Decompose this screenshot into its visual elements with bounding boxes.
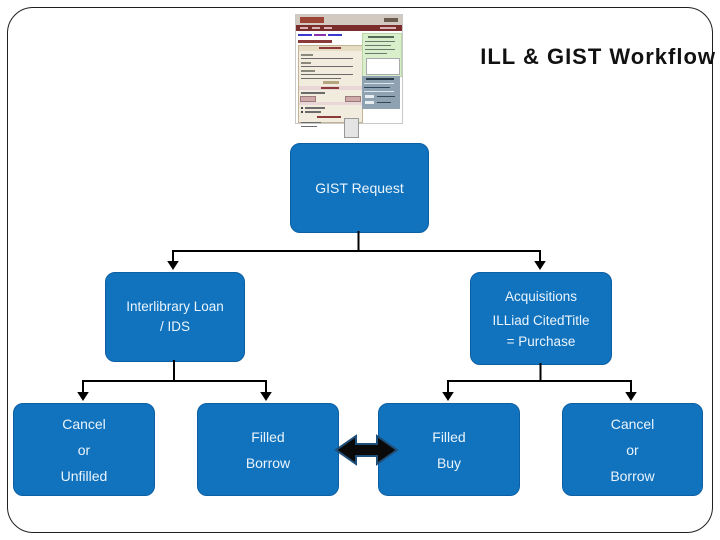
screenshot-header-text bbox=[384, 18, 398, 22]
flow-node-cancel-borrow: Cancel or Borrow bbox=[562, 403, 703, 496]
screenshot-checkbox bbox=[301, 111, 303, 113]
screenshot-thumbnail bbox=[344, 118, 359, 138]
screenshot-field-line bbox=[301, 58, 353, 59]
screenshot-field-label bbox=[301, 54, 313, 56]
screenshot-link bbox=[328, 34, 342, 36]
screenshot-text-line bbox=[377, 96, 395, 97]
flow-node-filled-buy: Filled Buy bbox=[378, 403, 520, 496]
node-label-line: / IDS bbox=[159, 319, 190, 334]
screenshot-nav-item bbox=[380, 27, 396, 29]
page-title: ILL & GIST Workflow bbox=[480, 44, 716, 69]
screenshot-text-line bbox=[305, 107, 325, 109]
screenshot-section-header bbox=[299, 102, 362, 105]
node-label-line: or bbox=[626, 441, 639, 458]
screenshot-field-label bbox=[301, 70, 315, 72]
screenshot-checkbox bbox=[301, 107, 303, 109]
node-label-line: Cancel bbox=[62, 415, 106, 432]
screenshot-text-line bbox=[364, 83, 394, 84]
flow-node-filled-borrow: Filled Borrow bbox=[197, 403, 339, 496]
screenshot-nav-item bbox=[324, 27, 332, 29]
screenshot-logo bbox=[300, 17, 324, 23]
screenshot-form-header-text bbox=[319, 47, 341, 49]
screenshot-button bbox=[300, 96, 316, 102]
screenshot-text-line bbox=[365, 53, 387, 54]
screenshot-text-line bbox=[365, 49, 395, 50]
screenshot-note-box bbox=[366, 58, 400, 75]
screenshot-text-line bbox=[301, 122, 321, 123]
flow-node-cancel-unfilled: Cancel or Unfilled bbox=[13, 403, 155, 496]
node-label-line: Borrow bbox=[245, 454, 291, 471]
screenshot-green-title bbox=[368, 36, 394, 38]
screenshot-text-line bbox=[377, 102, 391, 103]
screenshot-button bbox=[323, 81, 339, 84]
node-label-line: Filled bbox=[432, 428, 466, 445]
screenshot-field-line bbox=[301, 78, 341, 79]
screenshot-text-line bbox=[305, 111, 321, 113]
screenshot-page-heading bbox=[298, 40, 332, 43]
screenshot-nav-item bbox=[312, 27, 320, 29]
screenshot-form-panel bbox=[298, 45, 363, 138]
screenshot-input-chip bbox=[365, 95, 374, 98]
node-label-line: ILLiad CitedTitle bbox=[492, 312, 590, 328]
node-label-line: GIST Request bbox=[315, 179, 404, 196]
node-label-line: Filled bbox=[251, 428, 285, 445]
node-label-line: or bbox=[77, 441, 91, 458]
screenshot-nav-item bbox=[300, 27, 308, 29]
screenshot-input-chip bbox=[365, 101, 374, 104]
screenshot-link bbox=[314, 34, 326, 36]
node-label-line: Interlibrary Loan bbox=[126, 299, 224, 314]
screenshot-subheading bbox=[317, 116, 341, 118]
node-label-line: = Purchase bbox=[506, 333, 576, 349]
screenshot-section-header-text bbox=[321, 87, 339, 89]
screenshot-navbar bbox=[296, 25, 402, 31]
screenshot-button bbox=[345, 96, 361, 102]
flow-node-acquisitions: Acquisitions ILLiad CitedTitle = Purchas… bbox=[470, 272, 612, 365]
node-label-line: Buy bbox=[436, 454, 462, 471]
screenshot-link bbox=[298, 34, 312, 36]
screenshot-text-line bbox=[364, 91, 394, 92]
screenshot-header-banner bbox=[296, 15, 402, 25]
flow-node-interlibrary-loan: Interlibrary Loan / IDS bbox=[105, 272, 245, 362]
node-label-line: Cancel bbox=[610, 415, 655, 432]
screenshot-slate-title bbox=[366, 78, 394, 80]
slide-border bbox=[7, 7, 713, 533]
screenshot-field-line bbox=[301, 74, 353, 75]
screenshot-field-label bbox=[301, 62, 311, 64]
screenshot-text-line bbox=[365, 41, 395, 42]
screenshot-text-line bbox=[301, 126, 317, 127]
node-label-line: Borrow bbox=[610, 467, 655, 484]
node-label-line: Unfilled bbox=[60, 467, 108, 484]
screenshot-slate-panel bbox=[362, 76, 400, 109]
illiad-form-screenshot bbox=[295, 14, 403, 138]
screenshot-text-line bbox=[365, 45, 391, 46]
node-label-line: Acquisitions bbox=[504, 288, 578, 304]
flow-node-gist-request: GIST Request bbox=[290, 143, 429, 233]
screenshot-field-line bbox=[301, 66, 353, 67]
screenshot-text-line bbox=[364, 87, 390, 88]
screenshot-green-panel bbox=[362, 33, 402, 77]
screenshot-text-line bbox=[301, 92, 325, 94]
